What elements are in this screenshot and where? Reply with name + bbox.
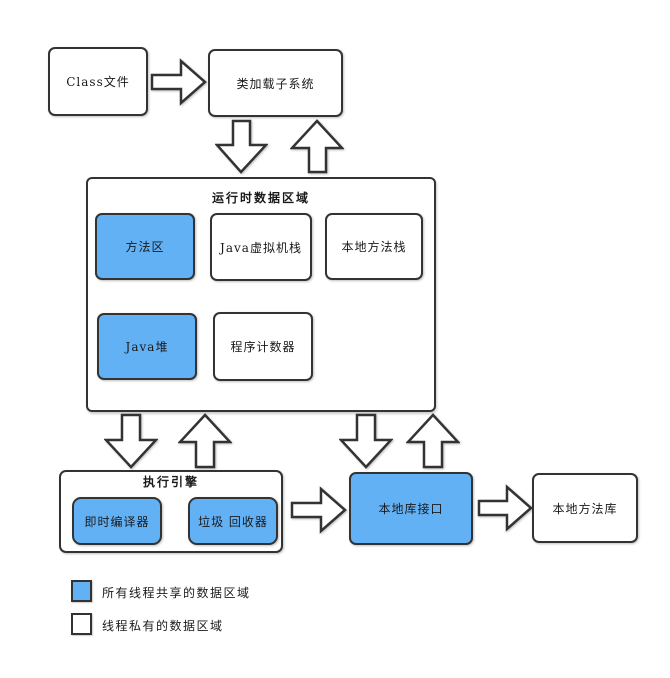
arrow-up-icon [178, 413, 232, 469]
arrow-right-icon [290, 486, 347, 534]
arrow-right-icon [150, 58, 207, 106]
node-jit-compiler: 即时编译器 [72, 497, 162, 545]
node-native-library-interface-label: 本地库接口 [378, 502, 444, 516]
node-native-method-stack: 本地方法栈 [325, 213, 423, 280]
node-native-library-interface: 本地库接口 [349, 472, 473, 545]
node-program-counter-label: 程序计数器 [230, 340, 296, 354]
arrow-right-icon [477, 484, 533, 532]
arrow-down-icon [339, 413, 393, 469]
legend-shared-label: 所有线程共享的数据区域 [102, 586, 251, 600]
node-jvm-stack: Java虚拟机栈 [210, 213, 312, 281]
legend-private-label: 线程私有的数据区域 [102, 619, 224, 633]
node-native-method-library-label: 本地方法库 [552, 501, 618, 516]
node-class-file: Class文件 [48, 47, 148, 116]
node-native-method-stack-label: 本地方法栈 [341, 240, 407, 254]
legend-private-swatch [71, 613, 92, 635]
arrow-down-icon [104, 413, 158, 469]
node-garbage-collector: 垃圾 回收器 [188, 497, 278, 545]
arrow-down-icon [215, 119, 268, 174]
node-java-heap: Java堆 [97, 313, 197, 380]
node-native-method-library: 本地方法库 [532, 473, 638, 543]
node-method-area-label: 方法区 [125, 240, 165, 254]
execution-engine-title: 执行引擎 [142, 475, 200, 489]
legend-shared-swatch [71, 580, 92, 602]
runtime-data-area-title: 运行时数据区域 [211, 191, 311, 205]
node-jvm-stack-label: Java虚拟机栈 [220, 240, 302, 255]
arrow-up-icon [290, 119, 344, 174]
node-java-heap-label: Java堆 [125, 340, 169, 354]
node-garbage-collector-label: 垃圾 回收器 [198, 514, 268, 529]
node-jit-compiler-label: 即时编译器 [84, 514, 150, 529]
node-class-file-label: Class文件 [66, 75, 130, 89]
node-class-loader-label: 类加载子系统 [236, 76, 315, 91]
node-program-counter: 程序计数器 [213, 312, 313, 381]
node-class-loader-subsystem: 类加载子系统 [208, 49, 343, 117]
arrow-up-icon [406, 413, 460, 469]
node-method-area: 方法区 [95, 213, 195, 280]
